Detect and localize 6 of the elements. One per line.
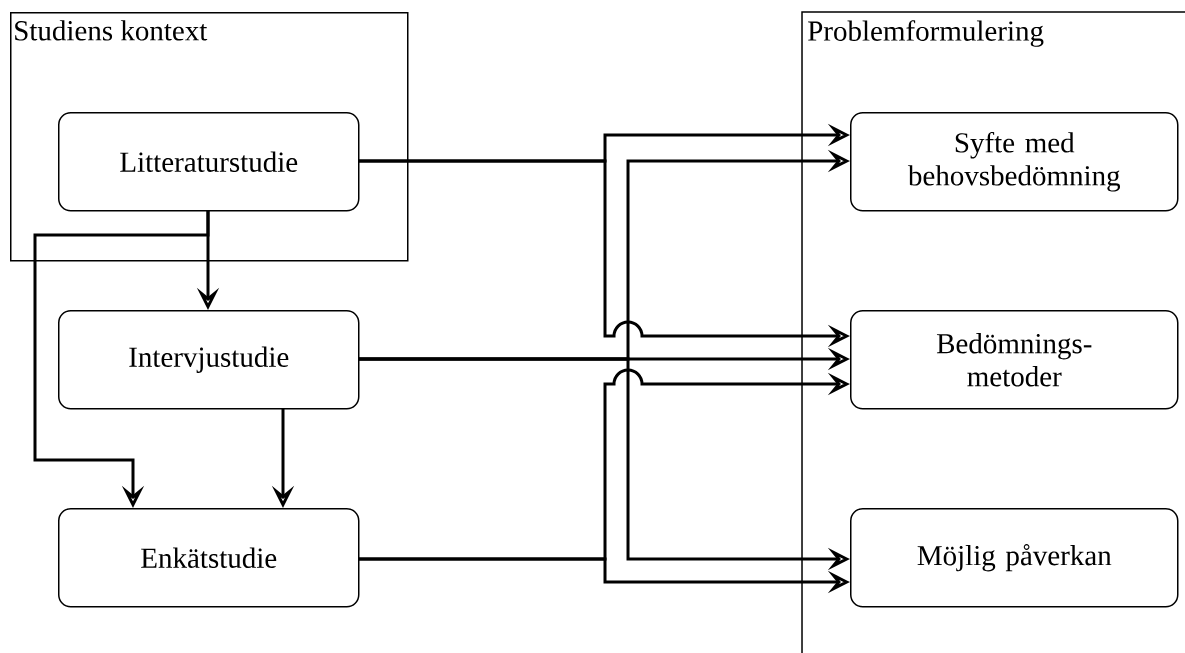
process-box: Bedömnings- metoder (850, 310, 1179, 410)
process-box: Enkätstudie (58, 508, 360, 608)
process-box: Möjlig påverkan (850, 508, 1179, 608)
process-box: Litteraturstudie (58, 112, 360, 212)
process-box: Intervjustudie (58, 310, 360, 410)
process-box: Syfte med behovsbedömning (850, 112, 1179, 212)
